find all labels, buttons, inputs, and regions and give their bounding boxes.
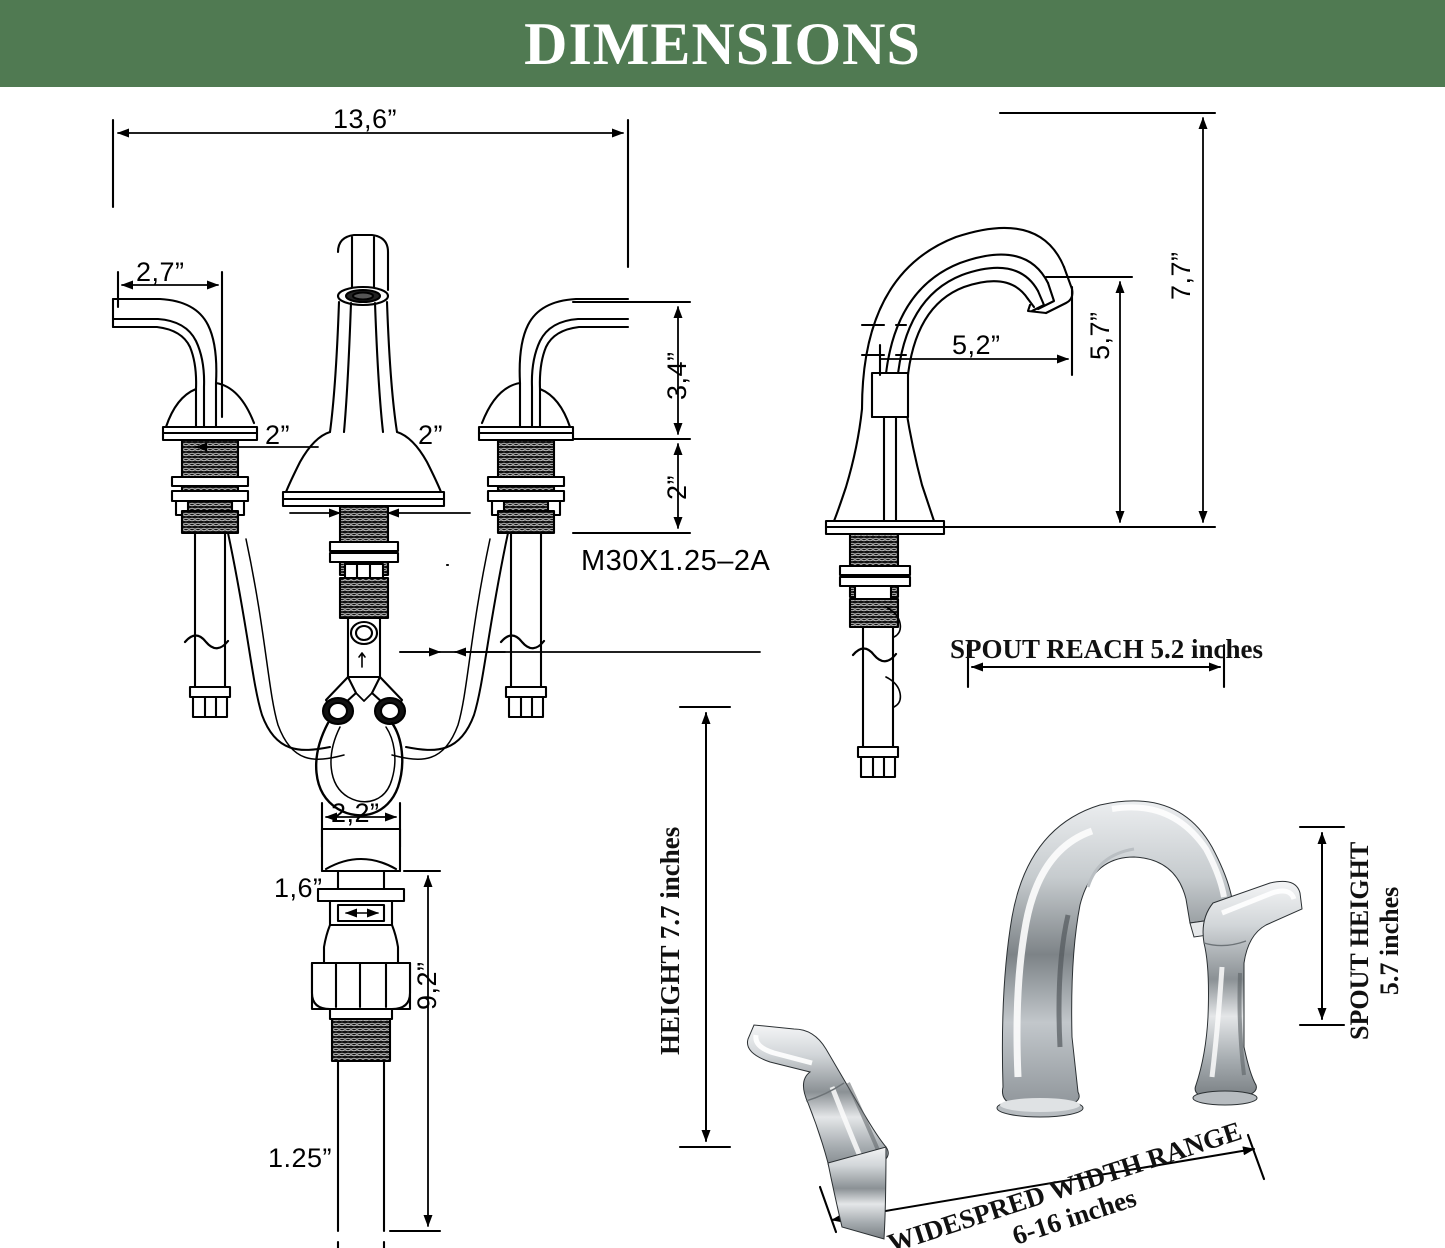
left-handle-escutcheon	[161, 425, 259, 442]
center-escutcheon	[281, 490, 446, 508]
callout-spout-height-line1: SPOUT HEIGHT	[1345, 841, 1374, 1040]
side-spout-body	[826, 226, 1074, 523]
label-drain-cap-diameter: 2,2”	[331, 798, 380, 828]
label-thread-spec: M30X1.25–2A	[581, 545, 771, 577]
label-handle-reach: 2,7”	[136, 257, 185, 287]
center-shank-assembly	[315, 504, 407, 817]
dim-shank-length	[571, 443, 692, 535]
left-shank-assembly	[170, 438, 250, 719]
callout-spout-height-arrow	[1298, 825, 1346, 1027]
dim-handle-reach	[116, 270, 224, 419]
label-deck-center: 2”	[418, 420, 444, 450]
dim-thread-spec	[399, 563, 761, 657]
drawing-canvas	[0, 87, 1445, 1248]
callout-widespread-arrow	[818, 1133, 1266, 1234]
callout-spout-reach-arrow	[966, 643, 1226, 689]
callout-spout-height-line2: 5.7 inches	[1374, 886, 1404, 996]
page-title: DIMENSIONS	[524, 10, 921, 77]
label-spout-reach-drawing: 5,2”	[952, 330, 1001, 360]
label-drain-flange-height: 1,6”	[274, 873, 323, 903]
label-drain-tailpiece-diameter: 1.25”	[268, 1143, 333, 1173]
right-handle-escutcheon	[477, 425, 575, 442]
dim-overall-width	[111, 118, 630, 269]
label-overall-height: 7,7”	[1166, 251, 1196, 300]
side-shank-assembly	[838, 532, 912, 779]
right-shank-assembly	[486, 438, 566, 719]
label-deck-left: 2”	[265, 420, 291, 450]
dim-handle-height	[571, 300, 692, 441]
left-handle-body	[111, 297, 256, 434]
product-photo-faucet	[746, 800, 1303, 1240]
label-handle-height: 3,4”	[662, 351, 692, 400]
label-drain-total-length: 9,2”	[412, 961, 442, 1010]
dim-spout-height	[1044, 275, 1134, 523]
dim-overall-height	[938, 111, 1217, 529]
callout-spout-height: SPOUT HEIGHT 5.7 inches	[1345, 842, 1405, 1040]
right-handle-body	[480, 297, 630, 434]
callout-spout-reach: SPOUT REACH 5.2 inches	[950, 634, 1264, 664]
dim-spout-reach-drawing	[878, 285, 1074, 377]
label-spout-height-drawing: 5,7”	[1085, 311, 1115, 360]
header-banner: DIMENSIONS	[0, 0, 1445, 87]
label-shank-length: 2”	[662, 474, 692, 500]
label-overall-width: 13,6”	[333, 104, 398, 134]
callout-height-arrow	[678, 705, 732, 1149]
center-spout-body	[284, 233, 443, 494]
drain-assembly-drawing	[310, 801, 442, 1248]
side-escutcheon	[824, 519, 946, 536]
callout-height: HEIGHT 7.7 inches	[655, 826, 685, 1055]
